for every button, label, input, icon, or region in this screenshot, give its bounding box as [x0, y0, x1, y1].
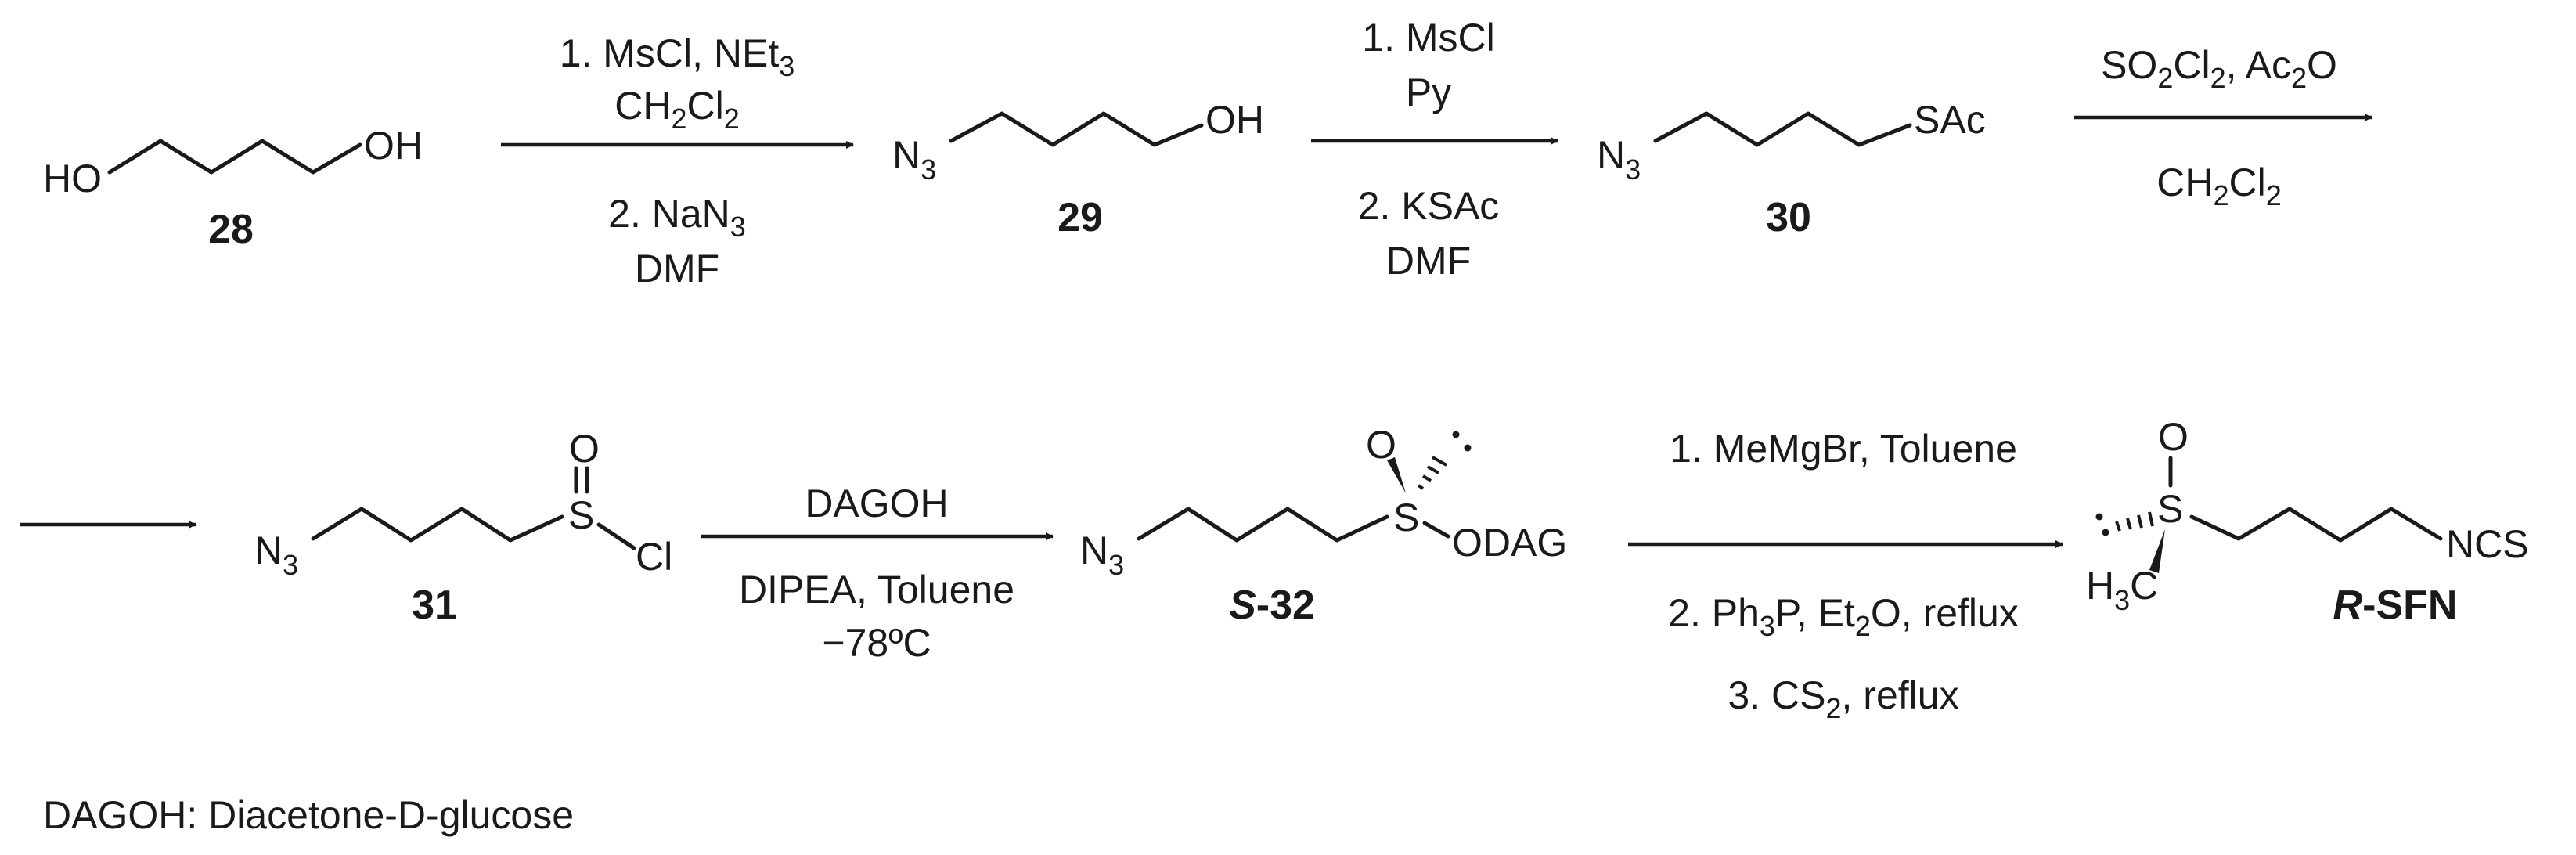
step1-reagent-line2: CH2Cl2: [614, 84, 740, 135]
lone-pair-dot-1: [1452, 431, 1460, 438]
step4-reagent-below1: DIPEA, Toluene: [739, 568, 1014, 611]
carbon-chain-28: [107, 139, 362, 175]
step4-reagent-below2: −78ºC: [822, 621, 931, 665]
reaction-step-5: 1. MeMgBr, Toluene 2. Ph3P, Et2O, reflux…: [1628, 427, 2063, 724]
oxygen-s32: O: [1366, 423, 1396, 467]
step2-reagent-line4: DMF: [1386, 239, 1471, 283]
hashed-bond-s32: [1417, 456, 1447, 490]
compound-label-28: 28: [208, 207, 254, 252]
reaction-step-2: 1. MsCl Py 2. KSAc DMF: [1311, 16, 1558, 283]
hydroxyl-right: OH: [364, 124, 423, 168]
carbon-chain-30: [1653, 111, 1912, 147]
oxygen-31: O: [569, 427, 600, 471]
oxygen-rsfn: O: [2158, 415, 2189, 459]
step3-reagent-above: SO2Cl2, Ac2O: [2101, 43, 2337, 94]
compound-label-30: 30: [1766, 195, 1811, 240]
sulfur-s32: S: [1393, 496, 1419, 539]
compound-r-sfn: S O H3C NCS R-SFN: [2086, 415, 2529, 628]
carbon-chain-29: [949, 111, 1204, 147]
methyl-rsfn: H3C: [2086, 564, 2158, 616]
isothiocyanate-rsfn: NCS: [2446, 522, 2529, 566]
wedge-bond-rsfn: [2149, 529, 2165, 573]
lone-pair-dot-2: [1464, 444, 1472, 452]
lone-pair-dot-3: [2095, 513, 2103, 521]
step1-reagent-line4: DMF: [635, 247, 719, 290]
compound-29: N3 OH 29: [892, 98, 1264, 240]
azide-31: N3: [254, 529, 298, 581]
azide-30: N3: [1597, 133, 1641, 186]
step5-reagent-below1: 2. Ph3P, Et2O, reflux: [1668, 591, 2019, 642]
odag-group: ODAG: [1452, 521, 1567, 565]
reaction-step-4: DAGOH DIPEA, Toluene −78ºC: [701, 482, 1054, 665]
wedge-bond-s32: [1387, 457, 1406, 493]
s-odag-bond: [1422, 521, 1450, 539]
hashed-bond-rsfn: [2115, 511, 2154, 532]
lone-pair-dot-4: [2102, 529, 2109, 536]
hydroxyl-29: OH: [1205, 98, 1264, 142]
s-cl-bond: [596, 522, 636, 550]
compound-label-s32: S-32: [1229, 583, 1315, 628]
thioacetate-30: SAc: [1914, 98, 1986, 142]
carbon-chain-31: [311, 507, 564, 543]
chlorine-31: Cl: [636, 535, 672, 579]
reaction-step-3: SO2Cl2, Ac2O CH2Cl2: [2074, 43, 2372, 211]
compound-31: N3 S O Cl 31: [254, 427, 672, 628]
reaction-step-1: 1. MsCl, NEt3 CH2Cl2 2. NaN3 DMF: [501, 31, 854, 290]
azide-29: N3: [892, 133, 936, 186]
compound-30: N3 SAc 30: [1597, 98, 1986, 240]
step1-reagent-line1: 1. MsCl, NEt3: [560, 31, 795, 82]
compound-label-29: 29: [1057, 195, 1103, 240]
step2-reagent-line2: Py: [1406, 70, 1451, 114]
compound-label-rsfn: R-SFN: [2333, 583, 2458, 628]
step4-reagent-above: DAGOH: [805, 482, 948, 525]
azide-s32: N3: [1080, 529, 1124, 581]
step5-reagent-above: 1. MeMgBr, Toluene: [1670, 427, 2017, 471]
step5-reagent-below2: 3. CS2, reflux: [1728, 673, 1958, 724]
step2-reagent-line3: 2. KSAc: [1358, 184, 1500, 228]
step1-reagent-line3: 2. NaN3: [608, 192, 746, 243]
footnote: DAGOH: Diacetone-D-glucose: [43, 793, 574, 837]
compound-28: HO OH 28: [43, 124, 423, 252]
compound-s32: N3 S O ODAG S-32: [1080, 423, 1567, 628]
step3-reagent-below: CH2Cl2: [2156, 161, 2282, 211]
hydroxyl-left: HO: [43, 157, 102, 200]
sulfur-31: S: [568, 493, 594, 537]
carbon-chain-s32: [1137, 507, 1389, 543]
compound-label-31: 31: [412, 583, 457, 628]
sulfur-rsfn: S: [2157, 487, 2183, 531]
carbon-chain-rsfn: [2189, 507, 2443, 543]
step2-reagent-line1: 1. MsCl: [1362, 16, 1494, 60]
